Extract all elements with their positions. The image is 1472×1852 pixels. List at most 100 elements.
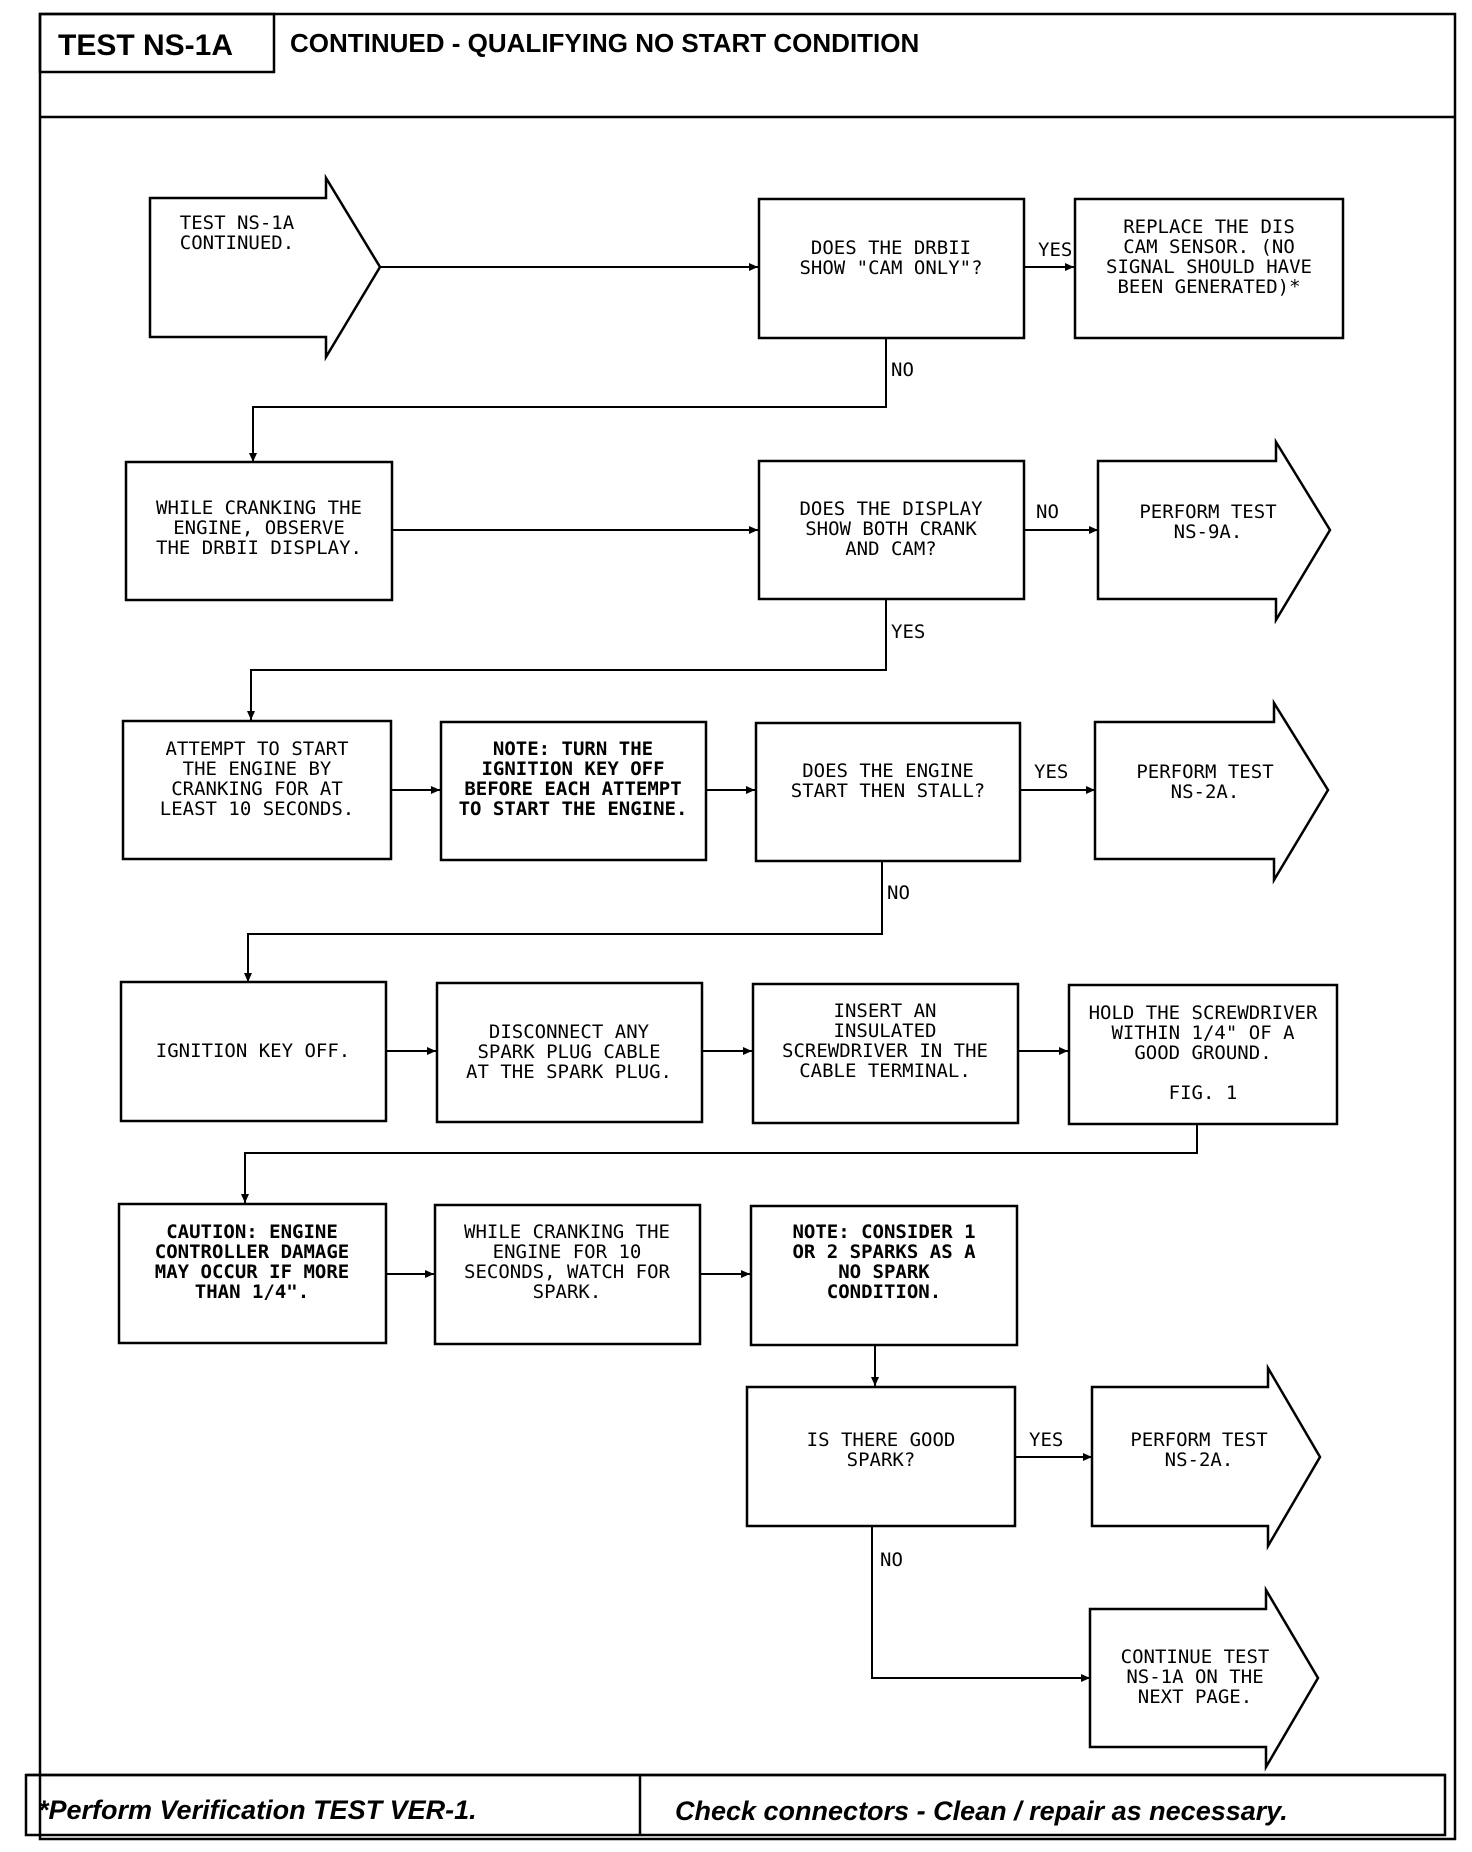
- caution-line: CONTROLLER DAMAGE: [155, 1241, 349, 1263]
- disconnect-line: AT THE SPARK PLUG.: [466, 1061, 672, 1083]
- insert-screwdriver-line: SCREWDRIVER IN THE: [782, 1040, 988, 1062]
- ignition-off-line: IGNITION KEY OFF.: [156, 1040, 350, 1062]
- page-title: CONTINUED - QUALIFYING NO START CONDITIO…: [290, 28, 919, 58]
- disconnect-line: DISCONNECT ANY: [489, 1021, 650, 1043]
- note-key-off-line: NOTE: TURN THE: [493, 738, 653, 760]
- caution-box: [117, 1202, 388, 1345]
- watch-spark-line: WHILE CRANKING THE: [464, 1221, 670, 1243]
- test-id-box: [38, 12, 276, 74]
- replace-cam-line: REPLACE THE DIS: [1123, 216, 1295, 238]
- perform-ns2a-arrow-2: [1090, 1363, 1322, 1551]
- q-cam-only-line: DOES THE DRBII: [811, 237, 971, 259]
- perform-ns9a-arrow: [1096, 437, 1332, 625]
- q-both-line: AND CAM?: [845, 538, 937, 560]
- hold-screwdriver-line: [1197, 1062, 1208, 1084]
- footer-left: *Perform Verification TEST VER-1.: [38, 1795, 477, 1825]
- perform-ns2a-1-line: PERFORM TEST: [1136, 761, 1273, 783]
- watch-spark-line: SPARK.: [533, 1281, 602, 1303]
- note-sparks-line: NOTE: CONSIDER 1: [792, 1221, 975, 1243]
- q-start-stall-box: [754, 721, 1022, 863]
- label-yes-stall: YES: [1034, 761, 1068, 783]
- attempt-start-line: LEAST 10 SECONDS.: [160, 798, 354, 820]
- hold-screwdriver-box: [1067, 983, 1339, 1126]
- perform-ns2a-1-line: NS-2A.: [1171, 781, 1240, 803]
- continue-line: CONTINUE TEST: [1121, 1646, 1270, 1668]
- start-line: TEST NS-1A: [180, 212, 295, 234]
- label-yes-both: YES: [891, 621, 925, 643]
- note-key-off-line: BEFORE EACH ATTEMPT: [464, 778, 681, 800]
- note-sparks-line: CONDITION.: [827, 1281, 941, 1303]
- ignition-off-text: IGNITION KEY OFF.: [156, 1040, 350, 1062]
- watch-spark-line: SECONDS, WATCH FOR: [464, 1261, 670, 1283]
- attempt-start-line: CRANKING FOR AT: [171, 778, 343, 800]
- note-key-off-line: IGNITION KEY OFF: [481, 758, 664, 780]
- q-both-line: DOES THE DISPLAY: [799, 498, 983, 520]
- replace-cam-line: SIGNAL SHOULD HAVE: [1106, 256, 1312, 278]
- label-no-cam: NO: [891, 359, 914, 381]
- attempt-start-line: THE ENGINE BY: [183, 758, 332, 780]
- q-both-line: SHOW BOTH CRANK: [805, 518, 977, 540]
- ignition-off-box: [119, 980, 388, 1123]
- insert-screwdriver-line: INSULATED: [834, 1020, 937, 1042]
- label-yes-spark: YES: [1029, 1429, 1063, 1451]
- note-key-off-box: [439, 720, 708, 862]
- note-key-off-line: TO START THE ENGINE.: [459, 798, 688, 820]
- start-arrow: [148, 173, 382, 362]
- label-yes-cam: YES: [1038, 239, 1072, 261]
- attempt-start-box: [121, 719, 393, 861]
- watch-spark-box: [433, 1203, 702, 1346]
- note-sparks-line: OR 2 SPARKS AS A: [792, 1241, 976, 1263]
- hold-screwdriver-line: HOLD THE SCREWDRIVER: [1089, 1002, 1318, 1024]
- q-cam-only-box: [757, 197, 1026, 340]
- replace-cam-line: BEEN GENERATED)*: [1117, 276, 1300, 298]
- label-no-both: NO: [1036, 501, 1059, 523]
- footer-border: [24, 1773, 1447, 1837]
- q-cam-only-line: SHOW "CAM ONLY"?: [799, 257, 982, 279]
- continue-line: NEXT PAGE.: [1138, 1686, 1252, 1708]
- continue-line: NS-1A ON THE: [1126, 1666, 1263, 1688]
- hold-screwdriver-line: WITHIN 1/4" OF A: [1111, 1022, 1295, 1044]
- continue-arrow: [1088, 1585, 1320, 1772]
- label-no-spark: NO: [880, 1549, 903, 1571]
- watch-spark-line: ENGINE FOR 10: [493, 1241, 642, 1263]
- insert-screwdriver-line: INSERT AN: [834, 1000, 937, 1022]
- note-sparks-line: NO SPARK: [838, 1261, 930, 1283]
- disconnect-line: SPARK PLUG CABLE: [477, 1041, 660, 1063]
- hold-screwdriver-line: GOOD GROUND.: [1134, 1042, 1271, 1064]
- observe-display-line: WHILE CRANKING THE: [156, 497, 362, 519]
- connectors: [241, 263, 1198, 1682]
- q-good-spark-line: SPARK?: [847, 1449, 916, 1471]
- q-start-stall-line: DOES THE ENGINE: [802, 760, 974, 782]
- insert-screwdriver-line: CABLE TERMINAL.: [799, 1060, 971, 1082]
- test-id: TEST NS-1A: [58, 29, 233, 62]
- replace-cam-box: [1073, 197, 1345, 340]
- label-no-stall: NO: [887, 882, 910, 904]
- caution-line: MAY OCCUR IF MORE: [155, 1261, 349, 1283]
- disconnect-box: [435, 981, 704, 1124]
- caution-line: CAUTION: ENGINE: [166, 1221, 338, 1243]
- start-line: CONTINUED.: [180, 232, 294, 254]
- perform-ns9a-line: PERFORM TEST: [1139, 501, 1276, 523]
- perform-ns2a-2-line: PERFORM TEST: [1130, 1429, 1267, 1451]
- footer-right: Check connectors - Clean / repair as nec…: [675, 1796, 1288, 1826]
- q-good-spark-line: IS THERE GOOD: [807, 1429, 956, 1451]
- attempt-start-line: ATTEMPT TO START: [165, 738, 348, 760]
